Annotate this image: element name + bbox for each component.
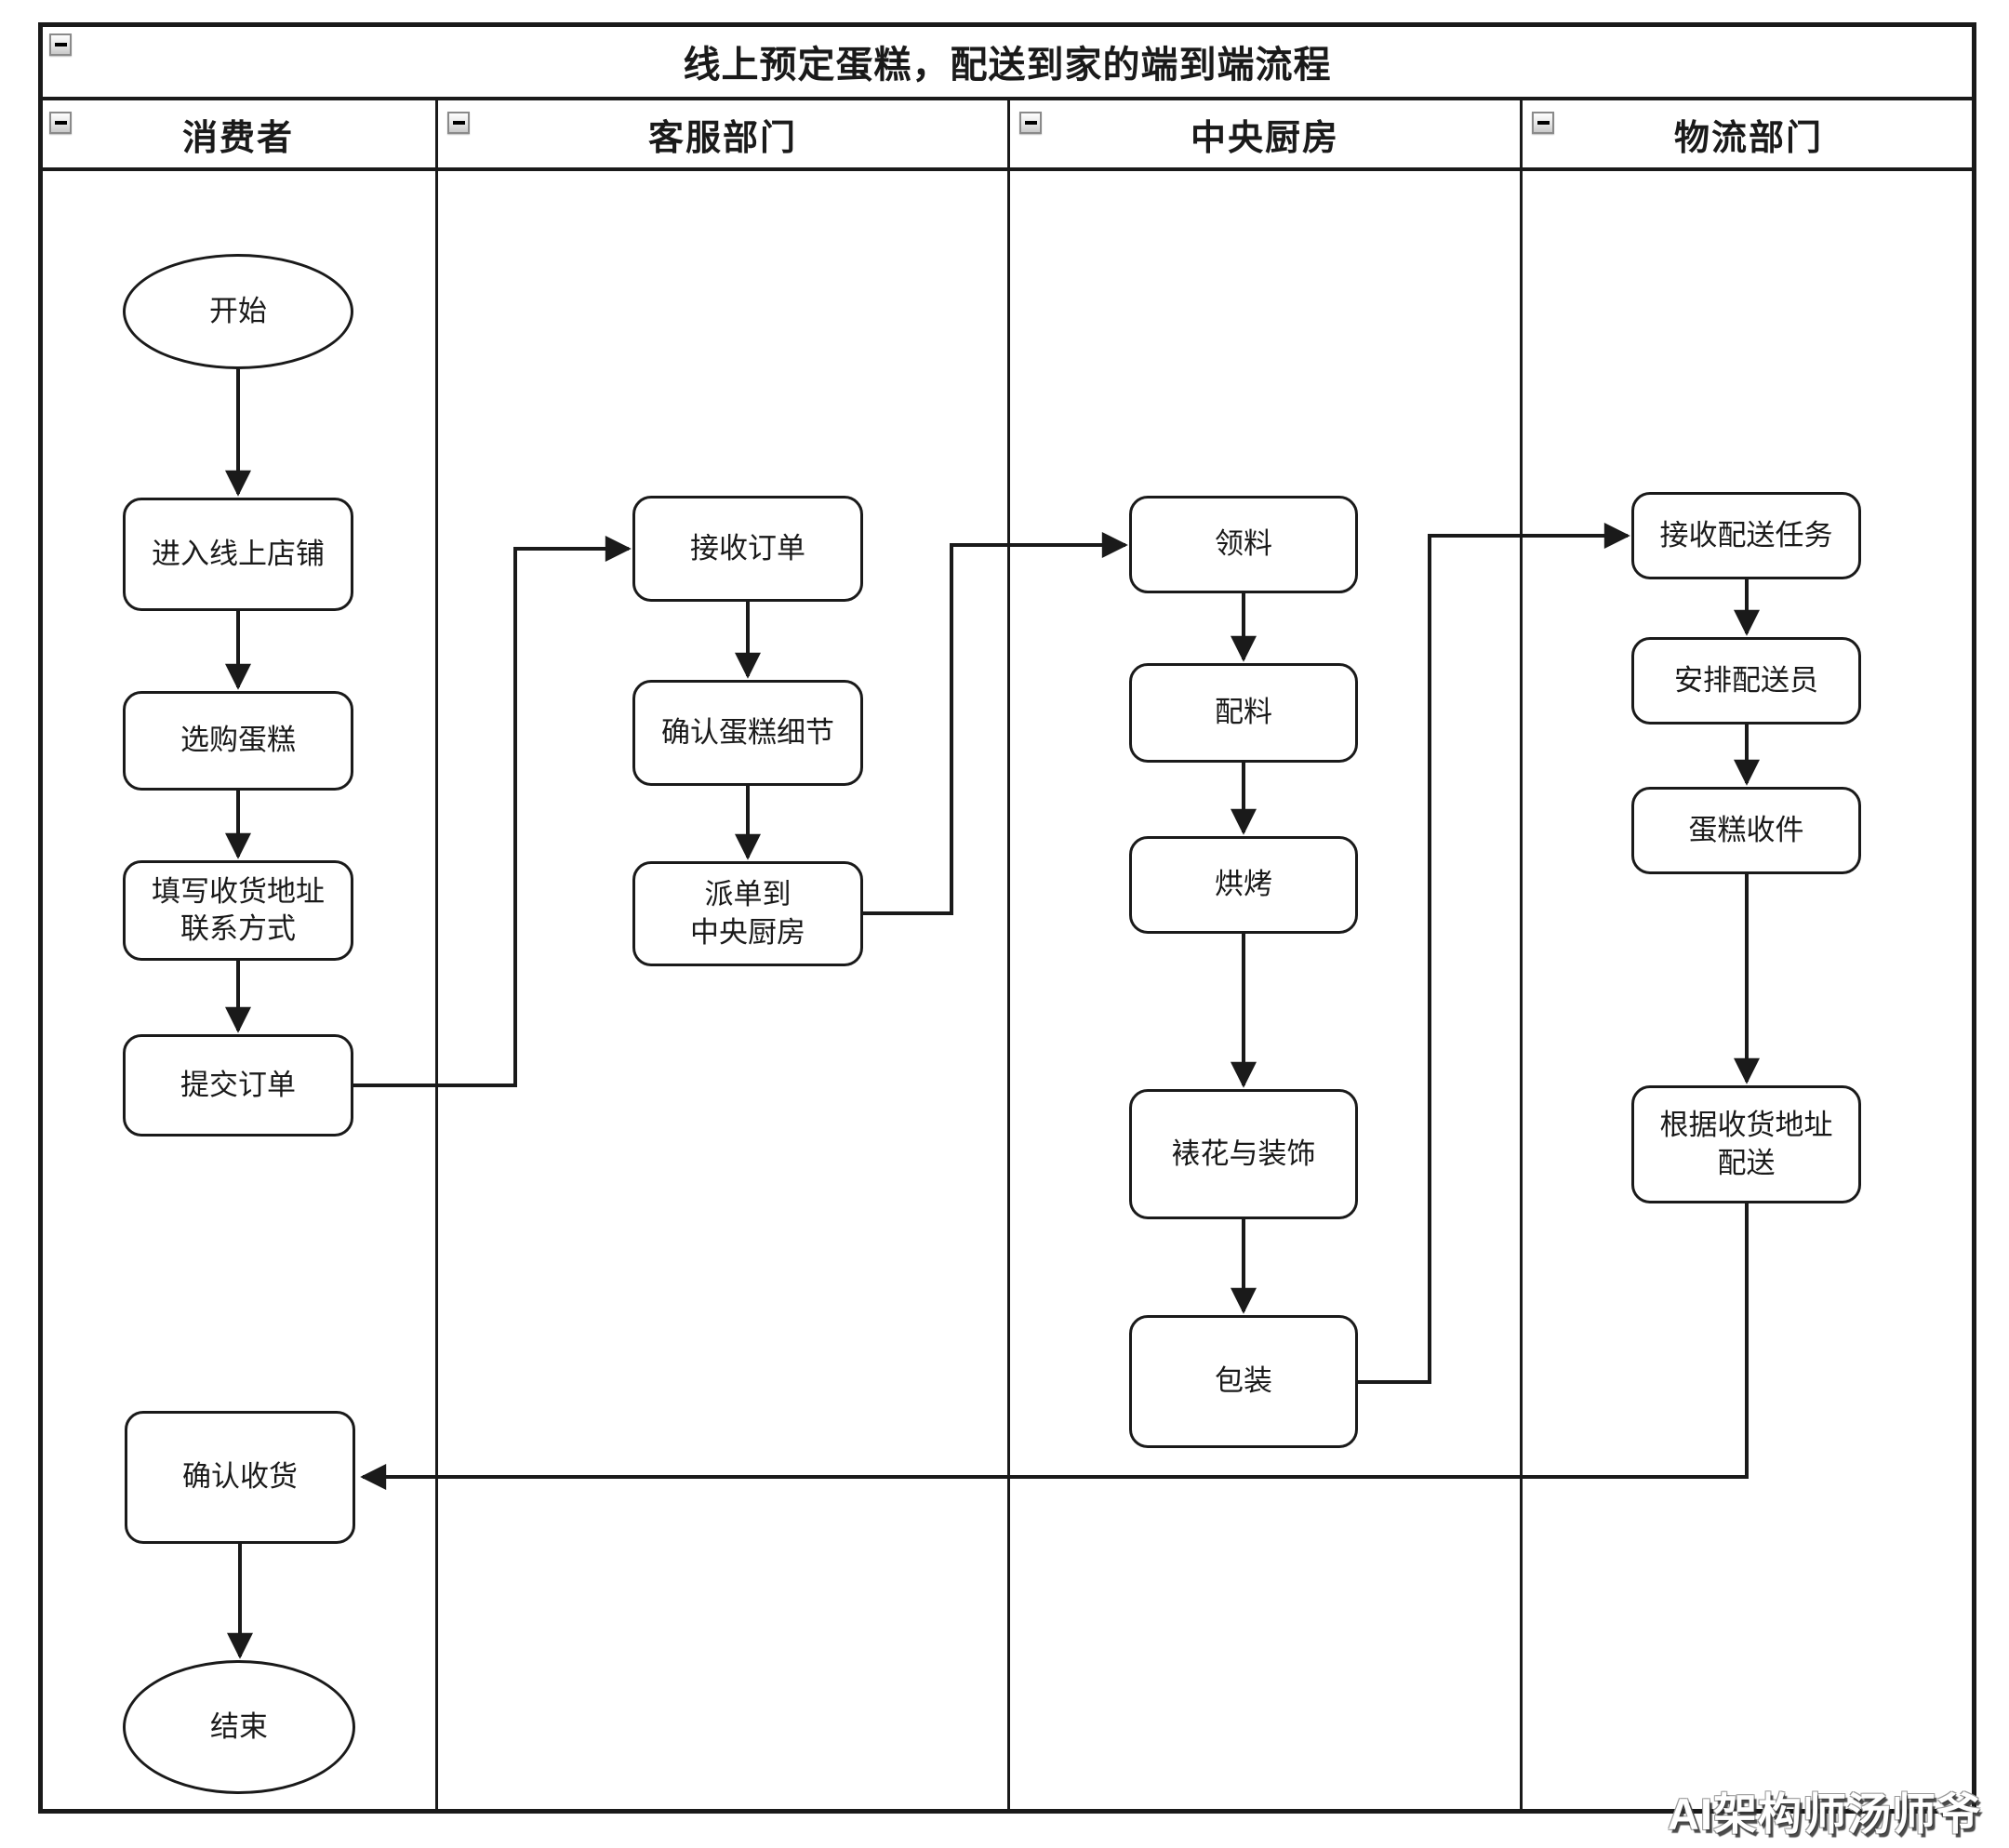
collapse-icon[interactable] [1019, 112, 1042, 134]
minus-icon [452, 121, 465, 125]
node-end[interactable]: 结束 [123, 1660, 355, 1794]
node-decorate[interactable]: 裱花与装饰 [1129, 1089, 1358, 1219]
node-dispatch-to-central-kitchen[interactable]: 派单到 中央厨房 [632, 861, 863, 966]
node-receive-order[interactable]: 接收订单 [632, 496, 863, 602]
lane-header-customer-service[interactable]: 客服部门 [647, 118, 797, 158]
node-assign-courier[interactable]: 安排配送员 [1631, 637, 1861, 725]
lane-separator-1 [435, 97, 438, 1814]
minus-icon [1024, 121, 1037, 125]
lane-separator-3 [1520, 97, 1523, 1814]
flow-arrow-dispatch-pickmaterials [863, 532, 1128, 915]
node-pick-materials[interactable]: 领料 [1129, 496, 1358, 593]
collapse-icon[interactable] [49, 33, 72, 56]
node-confirm-cake-details[interactable]: 确认蛋糕细节 [632, 680, 863, 786]
node-bake[interactable]: 烘烤 [1129, 836, 1358, 934]
lane-header-logistics[interactable]: 物流部门 [1673, 118, 1823, 158]
lane-header-central-kitchen[interactable]: 中央厨房 [1190, 118, 1339, 158]
node-receive-delivery-task[interactable]: 接收配送任务 [1631, 492, 1861, 579]
minus-icon [1537, 121, 1550, 125]
node-fill-address-contact[interactable]: 填写收货地址 联系方式 [123, 860, 353, 961]
node-confirm-receipt[interactable]: 确认收货 [125, 1411, 355, 1544]
lane-separator-2 [1007, 97, 1010, 1814]
node-start[interactable]: 开始 [123, 254, 353, 369]
collapse-icon[interactable] [49, 112, 72, 134]
collapse-icon[interactable] [447, 112, 470, 134]
minus-icon [54, 121, 67, 125]
node-enter-online-store[interactable]: 进入线上店铺 [123, 498, 353, 611]
node-submit-order[interactable]: 提交订单 [123, 1034, 353, 1137]
node-cake-pickup[interactable]: 蛋糕收件 [1631, 787, 1861, 874]
node-package[interactable]: 包装 [1129, 1315, 1358, 1448]
pool-title: 线上预定蛋糕，配送到家的端到端流程 [683, 45, 1332, 86]
node-select-cake[interactable]: 选购蛋糕 [123, 691, 353, 791]
node-deliver-by-address[interactable]: 根据收货地址 配送 [1631, 1085, 1861, 1203]
watermark: AI架构师汤师爷 [1668, 1789, 1981, 1839]
collapse-icon[interactable] [1532, 112, 1554, 134]
lane-header-consumer[interactable]: 消费者 [181, 118, 294, 158]
flow-arrow-package-receivetask [1358, 523, 1630, 1384]
minus-icon [54, 43, 67, 47]
flow-arrow-deliver-confirmreceipt [360, 1203, 1749, 1490]
node-prepare-ingredients[interactable]: 配料 [1129, 663, 1358, 763]
flow-arrow-submit-receive-order [353, 536, 632, 1087]
